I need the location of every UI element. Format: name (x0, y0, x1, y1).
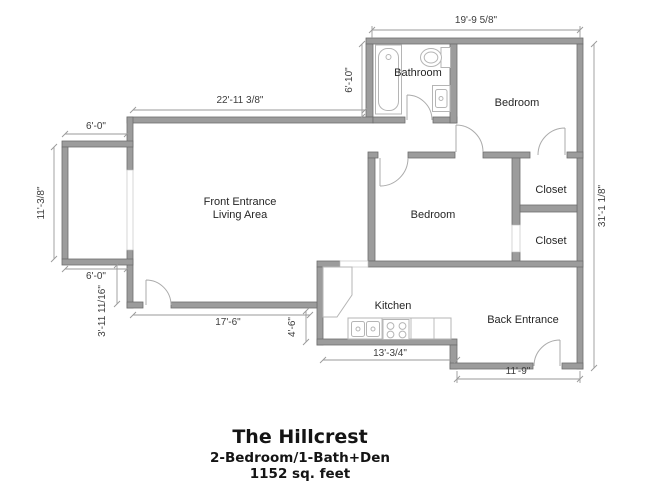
wall-segment (367, 260, 584, 268)
closet-top-door-icon (537, 127, 566, 156)
title-block: The Hillcrest 2-Bedroom/1-Bath+Den 1152 … (210, 426, 390, 482)
toilet-icon (420, 47, 451, 68)
dim-line-bath-height (358, 40, 366, 121)
dim-den-width-bottom: 6'-0" (86, 271, 106, 282)
plan-subtitle: 2-Bedroom/1-Bath+Den (210, 450, 390, 466)
wall-segment (316, 260, 341, 268)
bathroom-door-icon (406, 94, 433, 121)
room-label-bedroom-middle: Bedroom (411, 209, 456, 221)
dim-kitchen-width: 13'-3/4" (373, 348, 407, 359)
room-label-closet-bottom: Closet (535, 235, 566, 247)
wall-segment (61, 140, 134, 148)
dim-den-depth: 11'-3/8" (36, 186, 47, 220)
wall-segment (561, 362, 584, 370)
den-opening (126, 169, 134, 251)
wall-segment (365, 43, 374, 118)
back-entrance-door-icon (533, 339, 561, 367)
dim-line-entry-jog (113, 261, 121, 308)
room-label-kitchen: Kitchen (375, 300, 412, 312)
wall-segment (519, 204, 578, 213)
walls (61, 37, 584, 370)
wall-segment (316, 266, 324, 346)
stove-icon (382, 319, 410, 340)
wall-segment (372, 116, 406, 124)
wall-segment (511, 157, 521, 226)
dim-line-living-bottom (129, 311, 314, 319)
dim-entry-jog: 3'-11 11/16" (97, 285, 108, 337)
dim-overall-depth: 31'-1 1/8" (597, 184, 608, 227)
plan-title: The Hillcrest (232, 426, 367, 448)
plan-area: 1152 sq. feet (250, 466, 351, 482)
dim-living-bottom-width: 17'-6" (215, 317, 241, 328)
wall-segment (511, 251, 521, 262)
wall-segment (576, 43, 584, 370)
wall-segment (367, 157, 376, 262)
wall-segment (407, 151, 456, 159)
wall-segment (449, 362, 534, 370)
room-label-living-line1: Front Entrance (204, 196, 277, 208)
dimension-lines (50, 26, 598, 383)
wall-segment (449, 43, 458, 124)
kitchen-sink-icon (351, 321, 380, 337)
front-entrance-door-icon (145, 279, 172, 306)
dim-line-living-width (129, 106, 369, 114)
doors (145, 94, 566, 367)
closet-opening (511, 224, 521, 253)
dim-bath-wall-height: 6'-10" (344, 67, 355, 93)
room-label-back-entrance: Back Entrance (487, 314, 559, 326)
wall-segment (61, 146, 69, 260)
dimension-labels: 22'-11 3/8" 6'-0" 19'-9 5/8" 6'-10" 11'-… (36, 15, 608, 377)
dim-line-kitchen-width (319, 356, 461, 364)
room-label-bathroom: Bathroom (394, 67, 442, 79)
dim-line-kitchen-jog (302, 307, 310, 346)
wall-segment (566, 151, 584, 159)
fixtures (322, 44, 452, 340)
room-label-living-line2: Living Area (213, 209, 268, 221)
wall-segment (61, 258, 134, 266)
bathroom-sink-icon (432, 85, 451, 112)
bedroom-middle-door-icon (379, 157, 409, 187)
dim-line-back-width (453, 371, 584, 383)
wall-segment (126, 301, 144, 309)
dim-line-overall-depth (590, 40, 598, 372)
wall-segment (367, 151, 379, 159)
kitchen-corner-counter-icon (322, 266, 353, 318)
dim-line-upper-width (368, 26, 584, 38)
wall-segment (365, 37, 584, 45)
bathtub-icon (375, 44, 402, 115)
room-label-bedroom-top: Bedroom (495, 97, 540, 109)
dim-den-width-top: 6'-0" (86, 121, 106, 132)
dim-living-width: 22'-11 3/8" (217, 95, 264, 106)
dim-back-entrance-width: 11'-9" (506, 366, 531, 377)
wall-segment (170, 301, 318, 309)
kitchen-opening (339, 260, 369, 268)
dim-upper-block-width: 19'-9 5/8" (455, 15, 498, 26)
dim-line-den-depth (50, 143, 58, 263)
wall-openings (126, 169, 521, 268)
room-labels: Bathroom Bedroom Bedroom Closet Closet K… (204, 67, 567, 326)
wall-segment (482, 151, 531, 159)
dim-line-den-top (61, 130, 131, 138)
bedroom-top-door-icon (455, 124, 484, 153)
room-label-closet-top: Closet (535, 184, 566, 196)
wall-segment (126, 116, 374, 124)
dim-kitchen-jog: 4'-6" (287, 317, 298, 337)
